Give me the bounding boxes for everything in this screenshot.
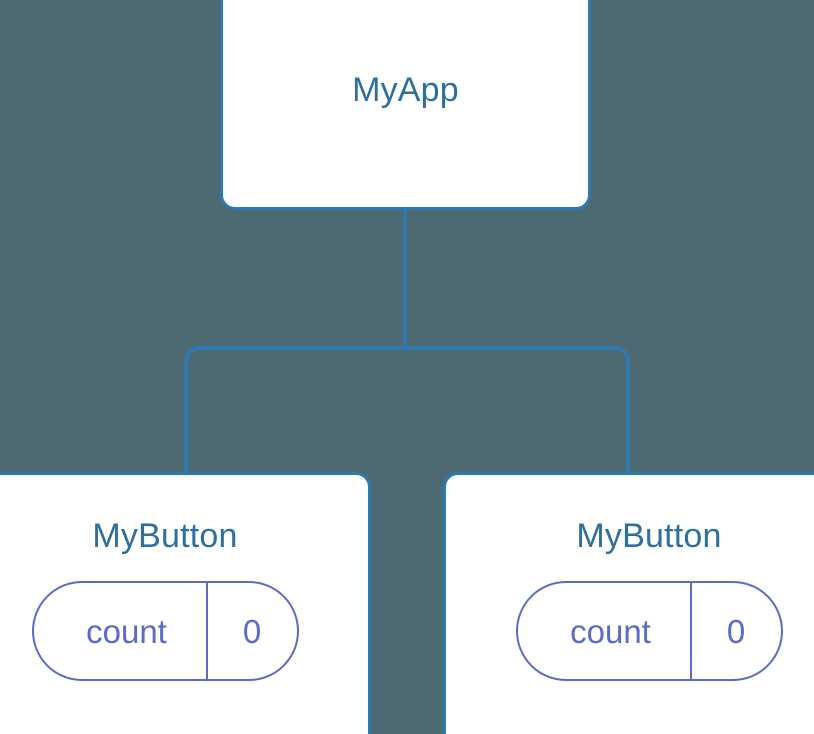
edge-to-child-0 bbox=[184, 346, 405, 476]
state-value: 0 bbox=[689, 583, 781, 679]
component-node-label: MyButton bbox=[92, 517, 238, 555]
state-pill[interactable]: count 0 bbox=[515, 581, 783, 681]
state-pill[interactable]: count 0 bbox=[31, 581, 299, 681]
state-value: 0 bbox=[205, 583, 297, 679]
component-node-myapp[interactable]: MyApp bbox=[220, 0, 591, 210]
state-key: count bbox=[86, 612, 167, 650]
component-node-label: MyButton bbox=[576, 517, 722, 555]
edge-to-child-1 bbox=[405, 346, 630, 476]
state-key: count bbox=[570, 612, 651, 650]
component-node-mybutton-0[interactable]: MyButton count 0 bbox=[0, 472, 371, 734]
component-node-mybutton-1[interactable]: MyButton count 0 bbox=[443, 472, 814, 734]
component-node-label: MyApp bbox=[352, 71, 459, 109]
